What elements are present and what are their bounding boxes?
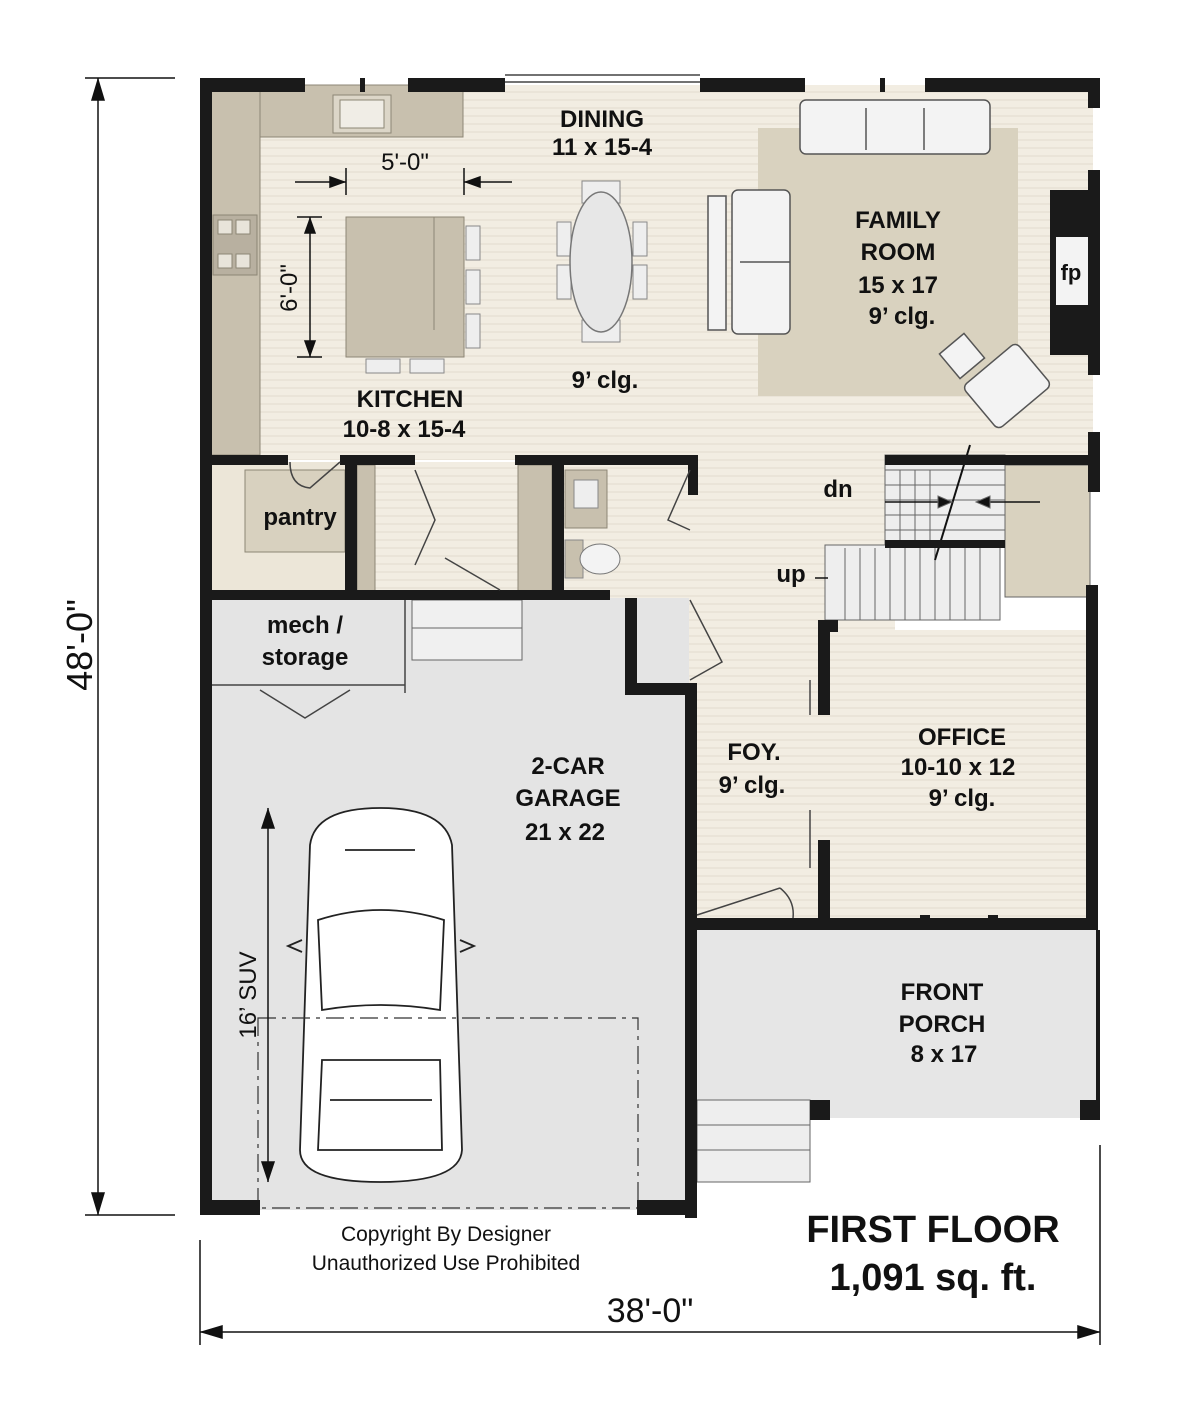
porch-size: 8 x 17	[911, 1041, 978, 1068]
garage-size: 21 x 22	[525, 819, 605, 846]
wall-office-left-top	[818, 625, 830, 715]
wall-powder-left	[552, 455, 564, 600]
wall-garage-bottom-l	[200, 1200, 260, 1215]
wall-garage-top	[200, 590, 610, 600]
mech-name-2: storage	[262, 644, 349, 671]
overall-width-label: 38'-0"	[607, 1292, 694, 1330]
porch-name-2: PORCH	[899, 1011, 986, 1038]
wall-top-mid	[408, 78, 505, 92]
suv-length-label: 16’ SUV	[235, 951, 262, 1038]
dining-name: DINING	[560, 106, 644, 133]
office-name: OFFICE	[918, 724, 1006, 751]
porch-steps	[696, 1099, 811, 1183]
wall-garage-bottom-r	[637, 1200, 697, 1215]
window-mullion-1	[920, 915, 930, 930]
overall-depth-label: 48'-0"	[59, 599, 100, 691]
top-mullion-1	[360, 78, 365, 92]
garage-steps	[411, 599, 523, 661]
wall-stair-top	[885, 455, 1095, 465]
office-ceiling: 9’ clg.	[929, 785, 996, 812]
console-table	[707, 195, 727, 331]
copyright-line-1: Copyright By Designer	[341, 1223, 551, 1246]
armchair	[963, 343, 1051, 429]
mech-name-1: mech /	[267, 612, 343, 639]
openings	[212, 74, 811, 919]
porch-wall-right	[1096, 930, 1100, 1120]
side-table	[938, 332, 986, 380]
sink-basin	[339, 99, 385, 129]
title-block: FIRST FLOOR 1,091 sq. ft. Copyright By D…	[312, 1209, 1060, 1299]
copyright-line-2: Unauthorized Use Prohibited	[312, 1252, 581, 1275]
foyer-ceiling: 9’ clg.	[719, 772, 786, 799]
kitchen-name: KITCHEN	[357, 386, 464, 413]
garage-name-1: 2-CAR	[531, 753, 604, 780]
wall-garage-right	[685, 683, 697, 1218]
family-furniture	[707, 99, 1051, 429]
porch-name-1: FRONT	[901, 979, 984, 1006]
office-floor	[825, 630, 1090, 920]
wall-right-upper	[1088, 78, 1100, 108]
pantry-name: pantry	[263, 504, 337, 531]
top-mullion-2	[880, 78, 885, 92]
room-labels: DINING 11 x 15-4 FAMILY ROOM 15 x 17 9’ …	[262, 106, 1016, 1068]
island-stools	[365, 225, 481, 374]
sofa	[799, 99, 991, 155]
parking-outline	[257, 1017, 639, 1209]
wall-stair-bottom	[885, 540, 1005, 548]
floor-title: FIRST FLOOR	[806, 1209, 1059, 1251]
wall-right-mid	[1088, 170, 1100, 375]
wall-top-right	[700, 78, 805, 92]
wall-right-office	[1086, 585, 1098, 930]
wall-powder-top	[555, 455, 695, 465]
walls	[200, 78, 1100, 1218]
staircase	[815, 444, 1091, 621]
dimension-lines	[85, 77, 1101, 1345]
toilet-bowl	[579, 543, 621, 575]
island-width-label: 5'-0"	[381, 149, 429, 176]
porch-floor	[697, 930, 1097, 1118]
wall-office-left-bot	[818, 840, 830, 920]
pantry-shelf	[244, 469, 346, 553]
kitchen-size: 10-8 x 15-4	[343, 416, 466, 443]
fireplace-label: fp	[1061, 260, 1082, 285]
dining-size: 11 x 15-4	[552, 134, 653, 161]
window-mullion-2	[988, 915, 998, 930]
family-name-1: FAMILY	[855, 207, 941, 234]
foyer-name: FOY.	[727, 739, 780, 766]
garage-name-2: GARAGE	[515, 785, 620, 812]
closet-shelf	[356, 464, 376, 592]
kitchen-island	[345, 216, 465, 358]
wall-powder-right	[688, 455, 698, 495]
kitchen-cabinets	[207, 84, 465, 456]
wall-pantry-right	[345, 455, 357, 600]
floor-area: 1,091 sq. ft.	[830, 1257, 1037, 1299]
wall-pantry-top	[208, 455, 288, 465]
stair-down-label: dn	[823, 476, 852, 503]
island-length-label: 6'-0"	[276, 264, 303, 312]
dining-table	[556, 180, 648, 343]
car	[285, 807, 477, 1183]
kitchen-ceiling: 9’ clg.	[572, 367, 639, 394]
wall-top-left	[200, 78, 305, 92]
powder-fixtures	[564, 469, 621, 579]
dimension-labels: 5'-0" 6'-0" 16’ SUV 48'-0" 38'-0"	[59, 149, 693, 1330]
office-size: 10-10 x 12	[901, 754, 1016, 781]
wall-office-top	[818, 620, 838, 632]
wall-hall-top-2	[515, 455, 560, 465]
porch-post-right	[1080, 1100, 1100, 1120]
stair-up-label: up	[776, 561, 805, 588]
wall-hall-top	[340, 455, 415, 465]
closet-shelf-2	[517, 464, 553, 592]
porch-post-left	[810, 1100, 830, 1120]
family-name-2: ROOM	[861, 239, 936, 266]
wall-closet-right	[625, 598, 637, 693]
wall-closet-bottom	[625, 683, 693, 695]
wall-top-far	[925, 78, 1100, 92]
wall-left	[200, 78, 212, 1215]
family-ceiling: 9’ clg.	[869, 303, 936, 330]
wall-front-bottom	[697, 918, 1097, 930]
fireplace: fp	[1050, 190, 1092, 355]
family-size: 15 x 17	[858, 272, 938, 299]
